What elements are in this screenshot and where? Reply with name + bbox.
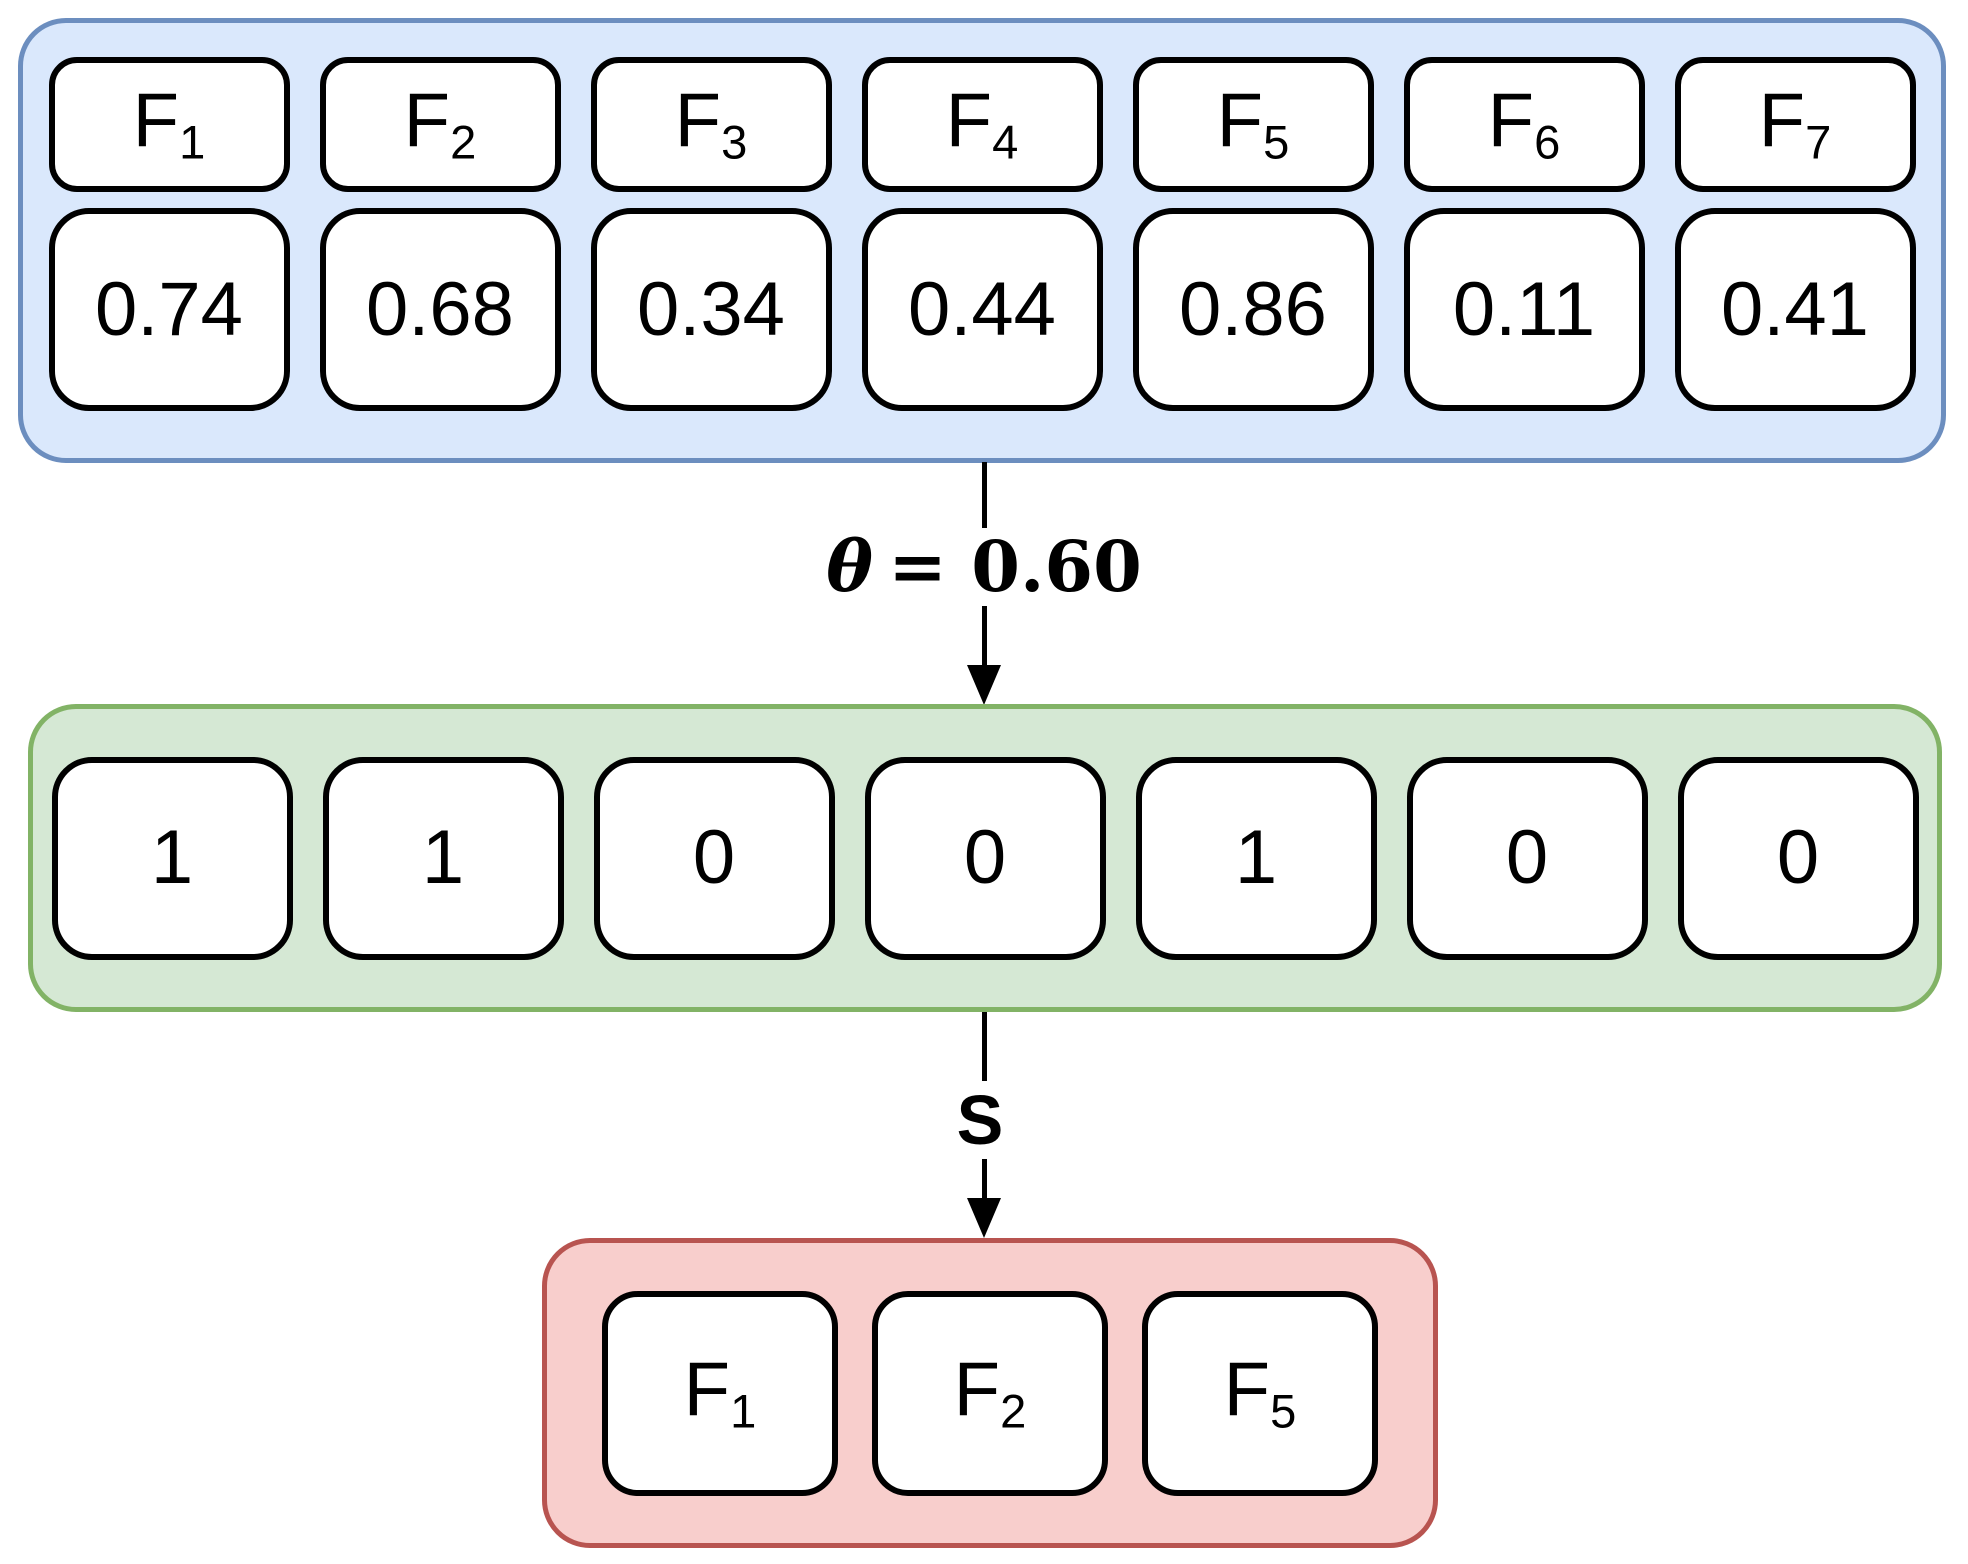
feature-label-box: F1 [48, 57, 290, 192]
mask-bit: 1 [150, 815, 194, 900]
feature-subscript: 4 [992, 115, 1019, 169]
feature-label: F [132, 78, 180, 164]
feature-subscript: 7 [1805, 115, 1832, 169]
mask-bit-box: 0 [864, 756, 1106, 960]
feature-label: F [953, 1346, 1001, 1432]
selection-label: S [944, 1081, 1016, 1159]
feature-score-box: 0.11 [1403, 208, 1645, 411]
selected-features-container: F1 F2 F5 [542, 1238, 1438, 1548]
feature-label-box: F6 [1403, 57, 1645, 192]
mask-bit-box: 1 [322, 756, 564, 960]
feature-score-box: 0.44 [861, 208, 1103, 411]
mask-bit-box: 1 [51, 756, 293, 960]
feature-score: 0.74 [95, 266, 243, 352]
mask-bit-box: 1 [1135, 756, 1377, 960]
feature-label-box: F2 [319, 57, 561, 192]
selection-arrow-head-icon [967, 1198, 1001, 1238]
feature-label: F [403, 78, 451, 164]
feature-label-box: F5 [1132, 57, 1374, 192]
feature-score-row: 0.74 0.68 0.34 0.44 0.86 0.11 0.41 [23, 208, 1941, 411]
feature-label-row: F1 F2 F3 F4 F5 F6 F7 [23, 57, 1941, 192]
feature-label: F [1758, 78, 1806, 164]
feature-score-box: 0.34 [590, 208, 832, 411]
mask-bit: 0 [1505, 815, 1549, 900]
feature-score: 0.44 [908, 266, 1056, 352]
feature-subscript: 1 [730, 1384, 757, 1438]
feature-label: F [674, 78, 722, 164]
feature-scores-container: F1 F2 F3 F4 F5 F6 F7 0.74 0.68 0.34 0.44… [18, 18, 1946, 463]
mask-bit: 0 [1776, 815, 1820, 900]
feature-label: F [1223, 1346, 1271, 1432]
mask-bit: 0 [692, 815, 736, 900]
feature-score-box: 0.74 [48, 208, 290, 411]
threshold-value: = 0.60 [888, 525, 1142, 608]
mask-bit: 0 [963, 815, 1007, 900]
selected-feature-box: F1 [602, 1290, 838, 1496]
feature-label-box: F4 [861, 57, 1103, 192]
feature-subscript: 5 [1270, 1384, 1297, 1438]
feature-label-box: F3 [590, 57, 832, 192]
feature-score: 0.11 [1452, 266, 1596, 352]
threshold-arrow-head-icon [967, 665, 1001, 705]
feature-score: 0.68 [366, 266, 514, 352]
feature-label: F [683, 1346, 731, 1432]
feature-subscript: 1 [179, 115, 206, 169]
mask-bit: 1 [421, 815, 465, 900]
feature-score: 0.34 [637, 266, 785, 352]
feature-score: 0.41 [1721, 266, 1869, 352]
feature-label: F [945, 78, 993, 164]
selected-feature-box: F5 [1142, 1290, 1378, 1496]
feature-label: F [1216, 78, 1264, 164]
feature-subscript: 3 [721, 115, 748, 169]
feature-subscript: 2 [1000, 1384, 1027, 1438]
feature-subscript: 5 [1263, 115, 1290, 169]
theta-symbol: θ [826, 525, 873, 608]
feature-score-box: 0.68 [319, 208, 561, 411]
feature-subscript: 6 [1534, 115, 1561, 169]
selected-feature-box: F2 [872, 1290, 1108, 1496]
feature-score: 0.86 [1179, 266, 1327, 352]
mask-bit: 1 [1234, 815, 1278, 900]
binary-mask-container: 1 1 0 0 1 0 0 [28, 704, 1942, 1012]
feature-label-box: F7 [1674, 57, 1916, 192]
threshold-label: θ= 0.60 [814, 528, 1154, 606]
feature-subscript: 2 [450, 115, 477, 169]
mask-bit-box: 0 [593, 756, 835, 960]
mask-bit-box: 0 [1406, 756, 1648, 960]
feature-score-box: 0.41 [1674, 208, 1916, 411]
feature-label: F [1487, 78, 1535, 164]
feature-score-box: 0.86 [1132, 208, 1374, 411]
mask-bit-box: 0 [1677, 756, 1919, 960]
